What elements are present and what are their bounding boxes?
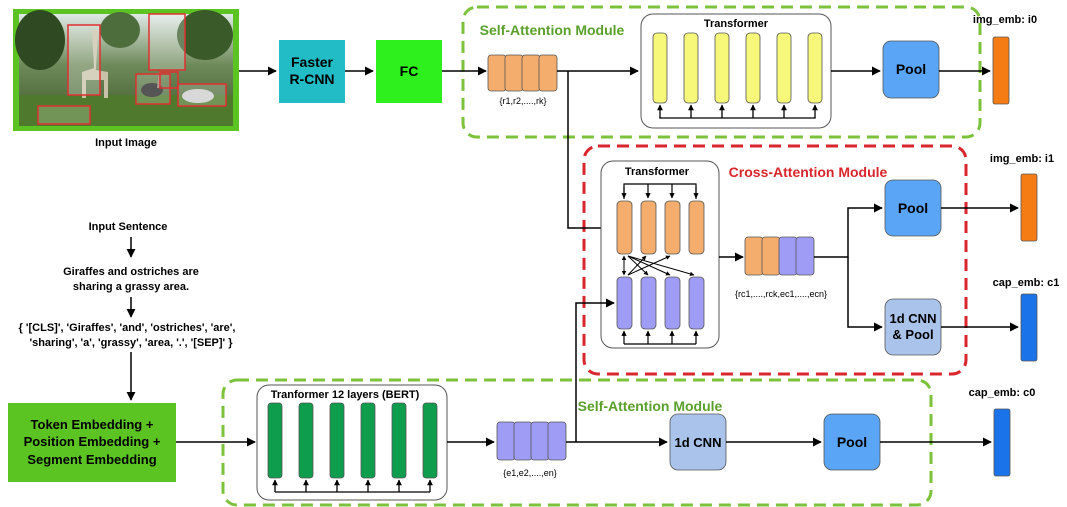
concat-feature-stack xyxy=(744,236,815,276)
top-transformer-connections xyxy=(657,104,818,119)
fc-label: FC xyxy=(400,63,419,79)
input-image xyxy=(13,9,239,131)
embedding-line3: Segment Embedding xyxy=(27,452,156,467)
input-sentence-title: Input Sentence xyxy=(89,221,168,233)
cross-orange-layers xyxy=(616,200,705,255)
cross-attention-module-box xyxy=(582,144,968,376)
word-feature-stack xyxy=(496,421,567,461)
img-emb-i1-label: img_emb: i1 xyxy=(990,153,1054,165)
img-emb-i0-label: img_emb: i0 xyxy=(973,14,1037,26)
cross-pool-label: Pool xyxy=(898,200,928,216)
input-sentence-line1: Giraffes and ostriches are xyxy=(63,266,199,278)
word-set-label: {e1,e2,....,en} xyxy=(503,468,557,478)
bottom-cnn-label: 1d CNN xyxy=(675,435,722,450)
region-set-label: {r1,r2,....,rk} xyxy=(499,96,546,106)
cross-cnn-pool-line2: & Pool xyxy=(892,327,933,342)
bert-layers xyxy=(267,402,438,479)
cap-emb-c0-vector xyxy=(993,408,1011,477)
tokens-line2: 'sharing', 'a', 'grassy', 'area, '.', '[… xyxy=(29,337,233,349)
embedding-line1: Token Embedding + xyxy=(31,417,154,432)
faster-rcnn-label-line1: Faster xyxy=(291,54,334,70)
cap-emb-c1-vector xyxy=(1020,293,1038,362)
cross-attention-title: Cross-Attention Module xyxy=(729,164,888,180)
self-attention-top-title: Self-Attention Module xyxy=(480,22,625,38)
cross-cnn-pool-line1: 1d CNN xyxy=(890,311,937,326)
cross-purple-layers xyxy=(616,276,705,330)
fc-block xyxy=(376,40,442,103)
self-attention-bottom-title: Self-Attention Module xyxy=(578,398,723,414)
top-transformer-label: Transformer xyxy=(704,18,769,30)
tokens-line1: { '[CLS]', 'Giraffes', 'and', 'ostriches… xyxy=(19,322,236,334)
embedding-line2: Position Embedding + xyxy=(24,434,161,449)
region-feature-stack xyxy=(487,54,558,92)
input-sentence-line2: sharing a grassy area. xyxy=(73,281,189,293)
bottom-pool-label: Pool xyxy=(837,434,867,450)
top-pool-label: Pool xyxy=(896,61,926,77)
cross-transformer-label: Transformer xyxy=(625,166,690,178)
concat-set-label: {rc1,....,rck,ec1,....,ecn} xyxy=(735,289,827,299)
faster-rcnn-block xyxy=(279,40,345,103)
cap-emb-c1-label: cap_emb: c1 xyxy=(993,277,1060,289)
self-attention-module-top-box xyxy=(461,5,982,139)
embedding-block xyxy=(8,403,176,482)
cap-emb-c0-label: cap_emb: c0 xyxy=(969,387,1036,399)
faster-rcnn-label-line2: R-CNN xyxy=(289,71,334,87)
bert-transformer-box xyxy=(256,384,448,501)
top-transformer-box xyxy=(640,13,832,129)
input-image-caption: Input Image xyxy=(95,137,157,149)
bert-transformer-label: Tranformer 12 layers (BERT) xyxy=(271,389,420,401)
img-emb-i0-vector xyxy=(992,36,1010,105)
img-emb-i1-vector xyxy=(1020,173,1038,242)
top-pool-block xyxy=(882,40,940,99)
bert-connections xyxy=(272,479,433,493)
top-transformer-layers xyxy=(652,32,823,104)
